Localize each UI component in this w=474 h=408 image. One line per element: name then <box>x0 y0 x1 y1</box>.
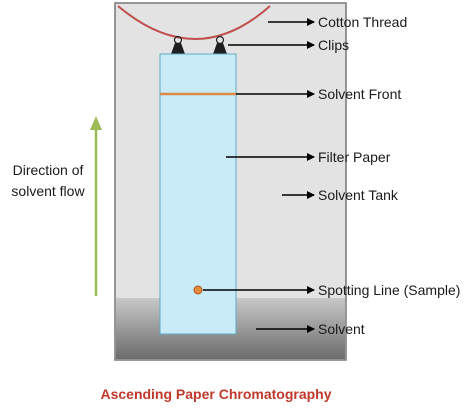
label-clips: Clips <box>318 37 350 53</box>
cotton-thread <box>117 5 271 40</box>
flow-direction-arrow <box>90 116 102 296</box>
clip-left <box>171 35 185 54</box>
direction-label: Direction of solvent flow <box>6 160 90 202</box>
label-solvent-front: Solvent Front <box>318 86 402 102</box>
diagram-title: Ascending Paper Chromatography <box>100 386 332 402</box>
label-solvent-tank: Solvent Tank <box>318 187 398 203</box>
direction-line-2: solvent flow <box>11 183 85 199</box>
label-filter-paper: Filter Paper <box>318 149 391 165</box>
direction-line-1: Direction of <box>12 162 84 178</box>
label-cotton-thread: Cotton Thread <box>318 14 408 30</box>
clip-right <box>213 35 227 54</box>
label-spotting-line: Spotting Line (Sample) <box>318 282 461 298</box>
sample-spot <box>193 285 203 295</box>
label-solvent: Solvent <box>318 321 365 337</box>
